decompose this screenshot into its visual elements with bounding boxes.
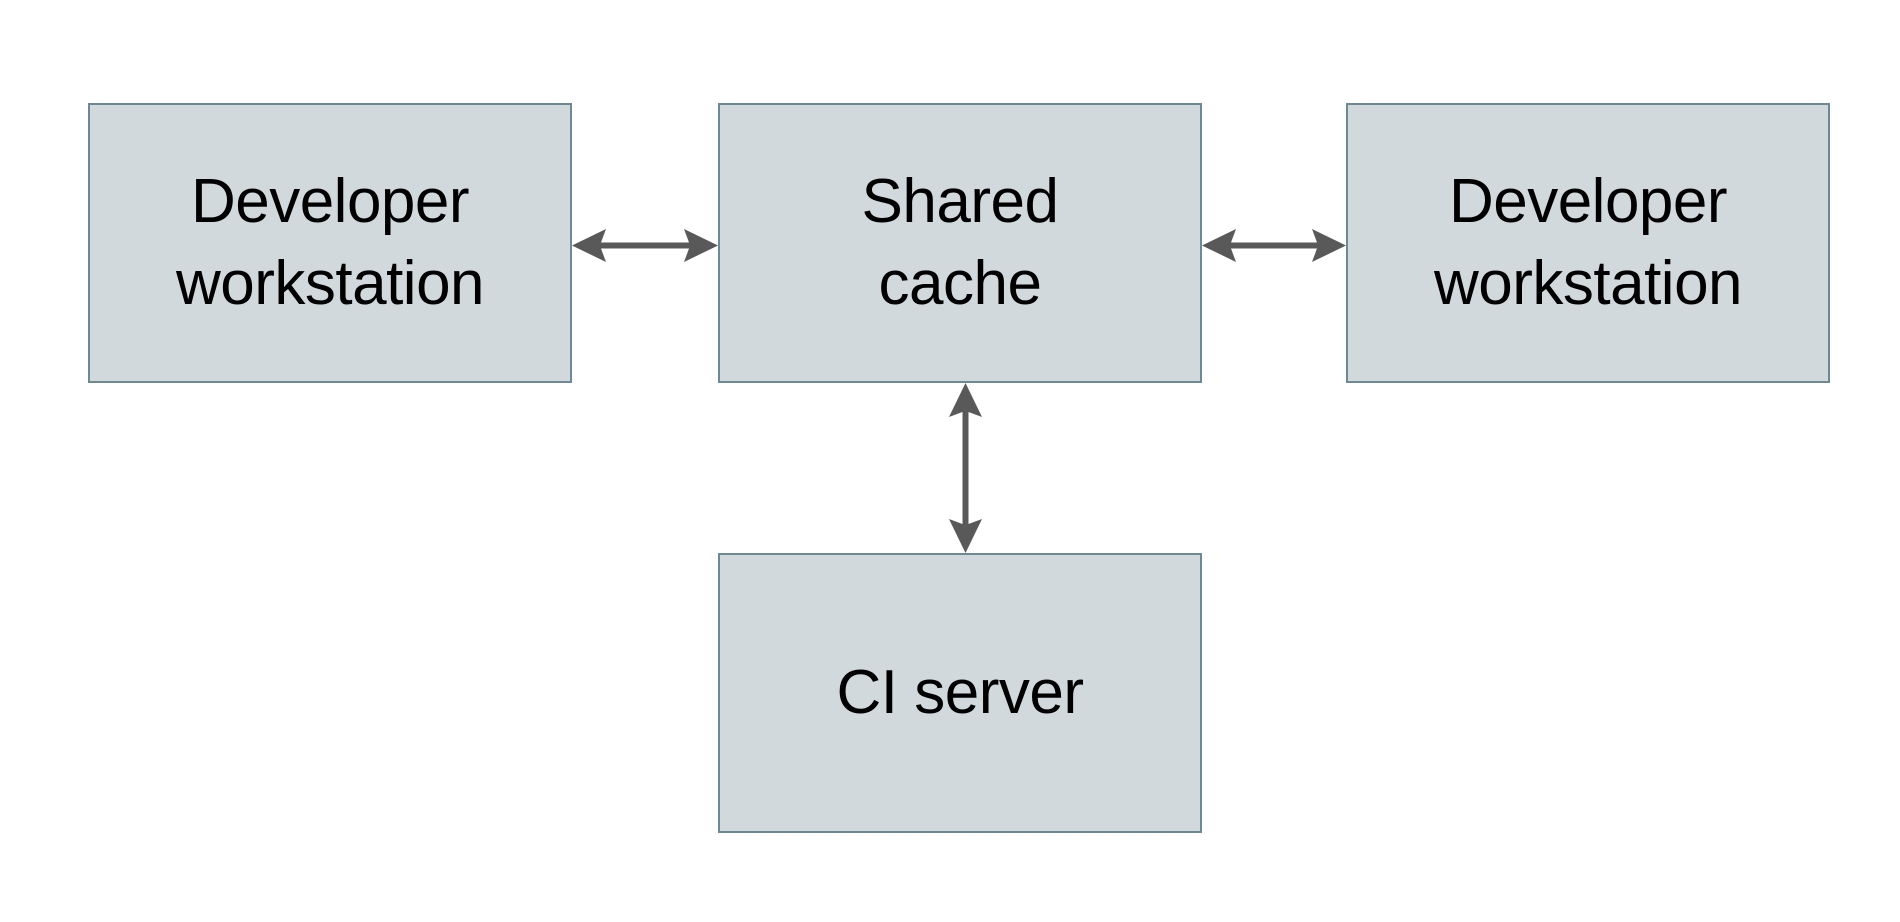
node-label: CI server — [836, 658, 1084, 728]
double-arrow-icon — [1202, 229, 1346, 262]
connector-shared-cache-to-ci-server — [943, 383, 988, 553]
double-arrow-icon — [572, 229, 718, 262]
node-developer-workstation-left[interactable]: Developer workstation — [88, 103, 572, 383]
node-shared-cache[interactable]: Shared cache — [718, 103, 1202, 383]
node-label: Shared cache — [861, 167, 1059, 318]
connector-left-workstation-to-shared-cache — [572, 223, 718, 268]
double-arrow-icon — [949, 383, 982, 553]
node-developer-workstation-right[interactable]: Developer workstation — [1346, 103, 1830, 383]
node-label: Developer workstation — [175, 167, 485, 318]
connector-shared-cache-to-right-workstation — [1202, 223, 1346, 268]
node-label: Developer workstation — [1433, 167, 1743, 318]
node-ci-server[interactable]: CI server — [718, 553, 1202, 833]
